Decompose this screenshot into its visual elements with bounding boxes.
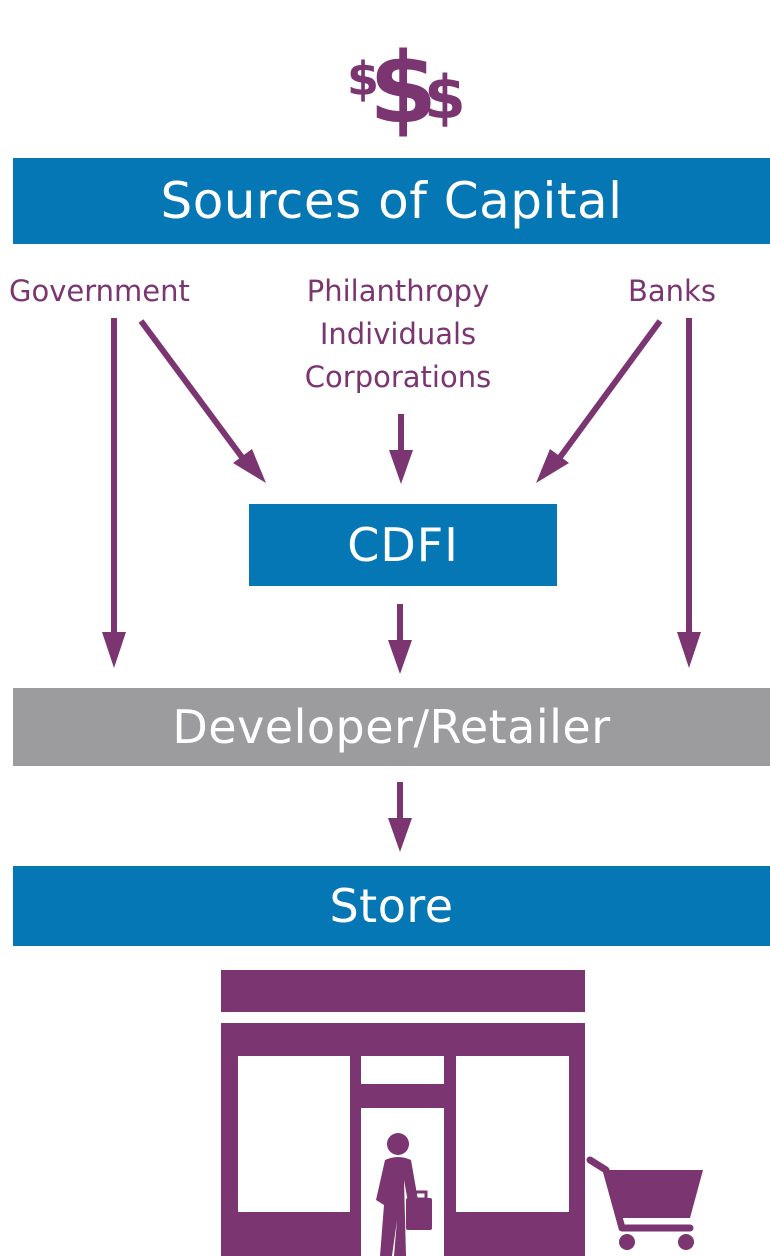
store-bar: Store xyxy=(13,866,770,946)
arrow-banks-to-developer xyxy=(677,318,701,668)
source-philanthropy-label: Philanthropy xyxy=(306,274,490,308)
arrow-government-to-developer xyxy=(102,318,126,668)
dollar-signs-icon: $ $ $ xyxy=(347,32,466,146)
developer-retailer-bar: Developer/Retailer xyxy=(13,688,770,766)
arrow-cdfi-to-developer xyxy=(388,604,412,674)
arrow-government-to-cdfi xyxy=(138,319,266,483)
sources-of-capital-label: Sources of Capital xyxy=(160,172,623,230)
arrow-banks-to-cdfi xyxy=(536,319,663,483)
shopping-cart-icon xyxy=(586,1156,703,1250)
svg-text:$: $ xyxy=(369,32,437,146)
arrow-philanthropy-to-cdfi xyxy=(389,414,413,484)
cdfi-label: CDFI xyxy=(347,518,459,572)
source-middle-labels: Philanthropy Individuals Corporations xyxy=(265,270,531,399)
source-government-label: Government xyxy=(9,274,190,308)
svg-text:$: $ xyxy=(347,52,379,106)
store-label: Store xyxy=(329,879,454,933)
storefront-icon xyxy=(221,970,585,1256)
svg-text:$: $ xyxy=(424,63,466,133)
shopper-icon xyxy=(376,1133,432,1256)
source-corporations-label: Corporations xyxy=(304,360,492,394)
sources-of-capital-bar: Sources of Capital xyxy=(13,158,770,244)
source-banks-label: Banks xyxy=(628,274,716,308)
cdfi-box: CDFI xyxy=(249,504,557,586)
developer-retailer-label: Developer/Retailer xyxy=(172,700,611,754)
source-individuals-label: Individuals xyxy=(319,317,477,351)
arrow-developer-to-store xyxy=(388,782,412,852)
